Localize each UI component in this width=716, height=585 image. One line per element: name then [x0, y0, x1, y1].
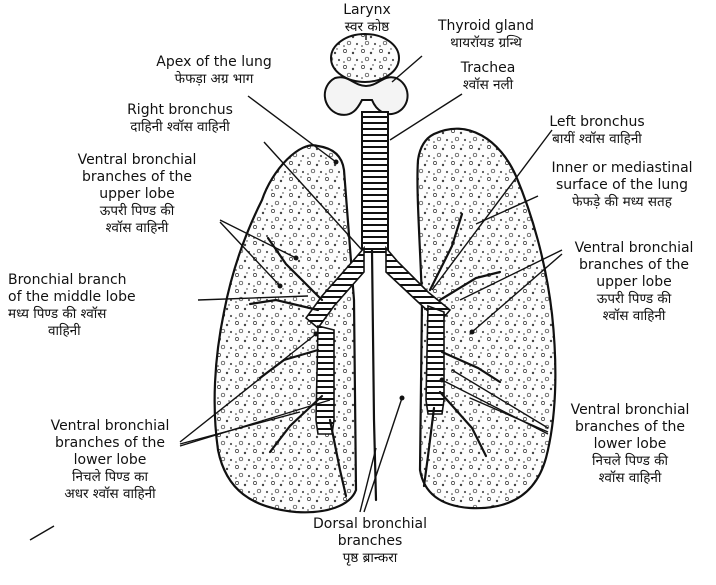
dorsal-hi: पृष्ठ ब्रान्करा: [296, 550, 444, 567]
label-larynx: Larynx स्वर कोष्ठ: [322, 2, 412, 36]
label-dorsal: Dorsal bronchial branches पृष्ठ ब्रान्कर…: [296, 516, 444, 567]
label-left-bronchus: Left bronchus बायीं श्वॉस वाहिनी: [534, 114, 660, 148]
dorsal-en1: Dorsal bronchial: [296, 516, 444, 533]
middle-lobe-en2: of the middle lobe: [8, 289, 198, 306]
label-trachea: Trachea श्वॉस नली: [440, 60, 536, 94]
label-inner-surface: Inner or mediastinal surface of the lung…: [534, 160, 710, 211]
trachea-en: Trachea: [440, 60, 536, 77]
ventral-lower-right-en2: branches of the: [550, 419, 710, 436]
right-bronchus-en: Right bronchus: [96, 102, 264, 119]
ventral-upper-right-hi2: श्वॉस वाहिनी: [556, 308, 712, 325]
ventral-lower-left-en2: branches of the: [36, 435, 184, 452]
ventral-lower-right-hi1: निचले पिण्ड की: [550, 453, 710, 470]
ventral-lower-left-en1: Ventral bronchial: [36, 418, 184, 435]
right-bronchus-hi: दाहिनी श्वॉस वाहिनी: [96, 119, 264, 136]
ventral-upper-left-hi2: श्वॉस वाहिनी: [66, 220, 208, 237]
left-bronchus-hi: बायीं श्वॉस वाहिनी: [534, 131, 660, 148]
ventral-upper-left-hi1: ऊपरी पिण्ड की: [66, 203, 208, 220]
inner-surface-en2: surface of the lung: [534, 177, 710, 194]
ventral-lower-left-en3: lower lobe: [36, 452, 184, 469]
middle-lobe-en1: Bronchial branch: [8, 272, 198, 289]
ventral-lower-right-en3: lower lobe: [550, 436, 710, 453]
ventral-lower-right-hi2: श्वॉस वाहिनी: [550, 470, 710, 487]
ventral-upper-left-en2: branches of the: [66, 169, 208, 186]
trachea: [362, 112, 388, 252]
label-right-bronchus: Right bronchus दाहिनी श्वॉस वाहिनी: [96, 102, 264, 136]
label-ventral-lower-right: Ventral bronchial branches of the lower …: [550, 402, 710, 487]
label-ventral-upper-left: Ventral bronchial branches of the upper …: [66, 152, 208, 237]
ventral-upper-right-hi1: ऊपरी पिण्ड की: [556, 291, 712, 308]
larynx-hi: स्वर कोष्ठ: [322, 19, 412, 36]
larynx-en: Larynx: [322, 2, 412, 19]
ventral-lower-left-hi2: अधर श्वॉस वाहिनी: [36, 486, 184, 503]
ventral-lower-left-hi1: निचले पिण्ड का: [36, 469, 184, 486]
inner-surface-en1: Inner or mediastinal: [534, 160, 710, 177]
ventral-upper-left-en3: upper lobe: [66, 186, 208, 203]
label-thyroid: Thyroid gland थायरॉयड ग्रन्थि: [416, 18, 556, 52]
ventral-upper-right-en2: branches of the: [556, 257, 712, 274]
dorsal-en2: branches: [296, 533, 444, 550]
ventral-upper-right-en3: upper lobe: [556, 274, 712, 291]
middle-lobe-hi1: मध्य पिण्ड की श्वॉस: [8, 306, 198, 323]
trachea-hi: श्वॉस नली: [440, 77, 536, 94]
ventral-upper-left-en1: Ventral bronchial: [66, 152, 208, 169]
middle-lobe-hi2: वाहिनी: [8, 323, 198, 340]
left-bronchus-en: Left bronchus: [534, 114, 660, 131]
inner-surface-hi: फेफड़े की मध्य सतह: [534, 194, 710, 211]
apex-en: Apex of the lung: [136, 54, 292, 71]
right-lung: [215, 145, 356, 512]
thyroid-en: Thyroid gland: [416, 18, 556, 35]
thyroid-hi: थायरॉयड ग्रन्थि: [416, 35, 556, 52]
label-ventral-upper-right: Ventral bronchial branches of the upper …: [556, 240, 712, 325]
label-apex: Apex of the lung फेफड़ा अग्र भाग: [136, 54, 292, 88]
apex-hi: फेफड़ा अग्र भाग: [136, 71, 292, 88]
ventral-lower-right-en1: Ventral bronchial: [550, 402, 710, 419]
label-middle-lobe: Bronchial branch of the middle lobe मध्य…: [8, 272, 198, 340]
ventral-upper-right-en1: Ventral bronchial: [556, 240, 712, 257]
label-ventral-lower-left: Ventral bronchial branches of the lower …: [36, 418, 184, 503]
larynx: [331, 34, 399, 82]
